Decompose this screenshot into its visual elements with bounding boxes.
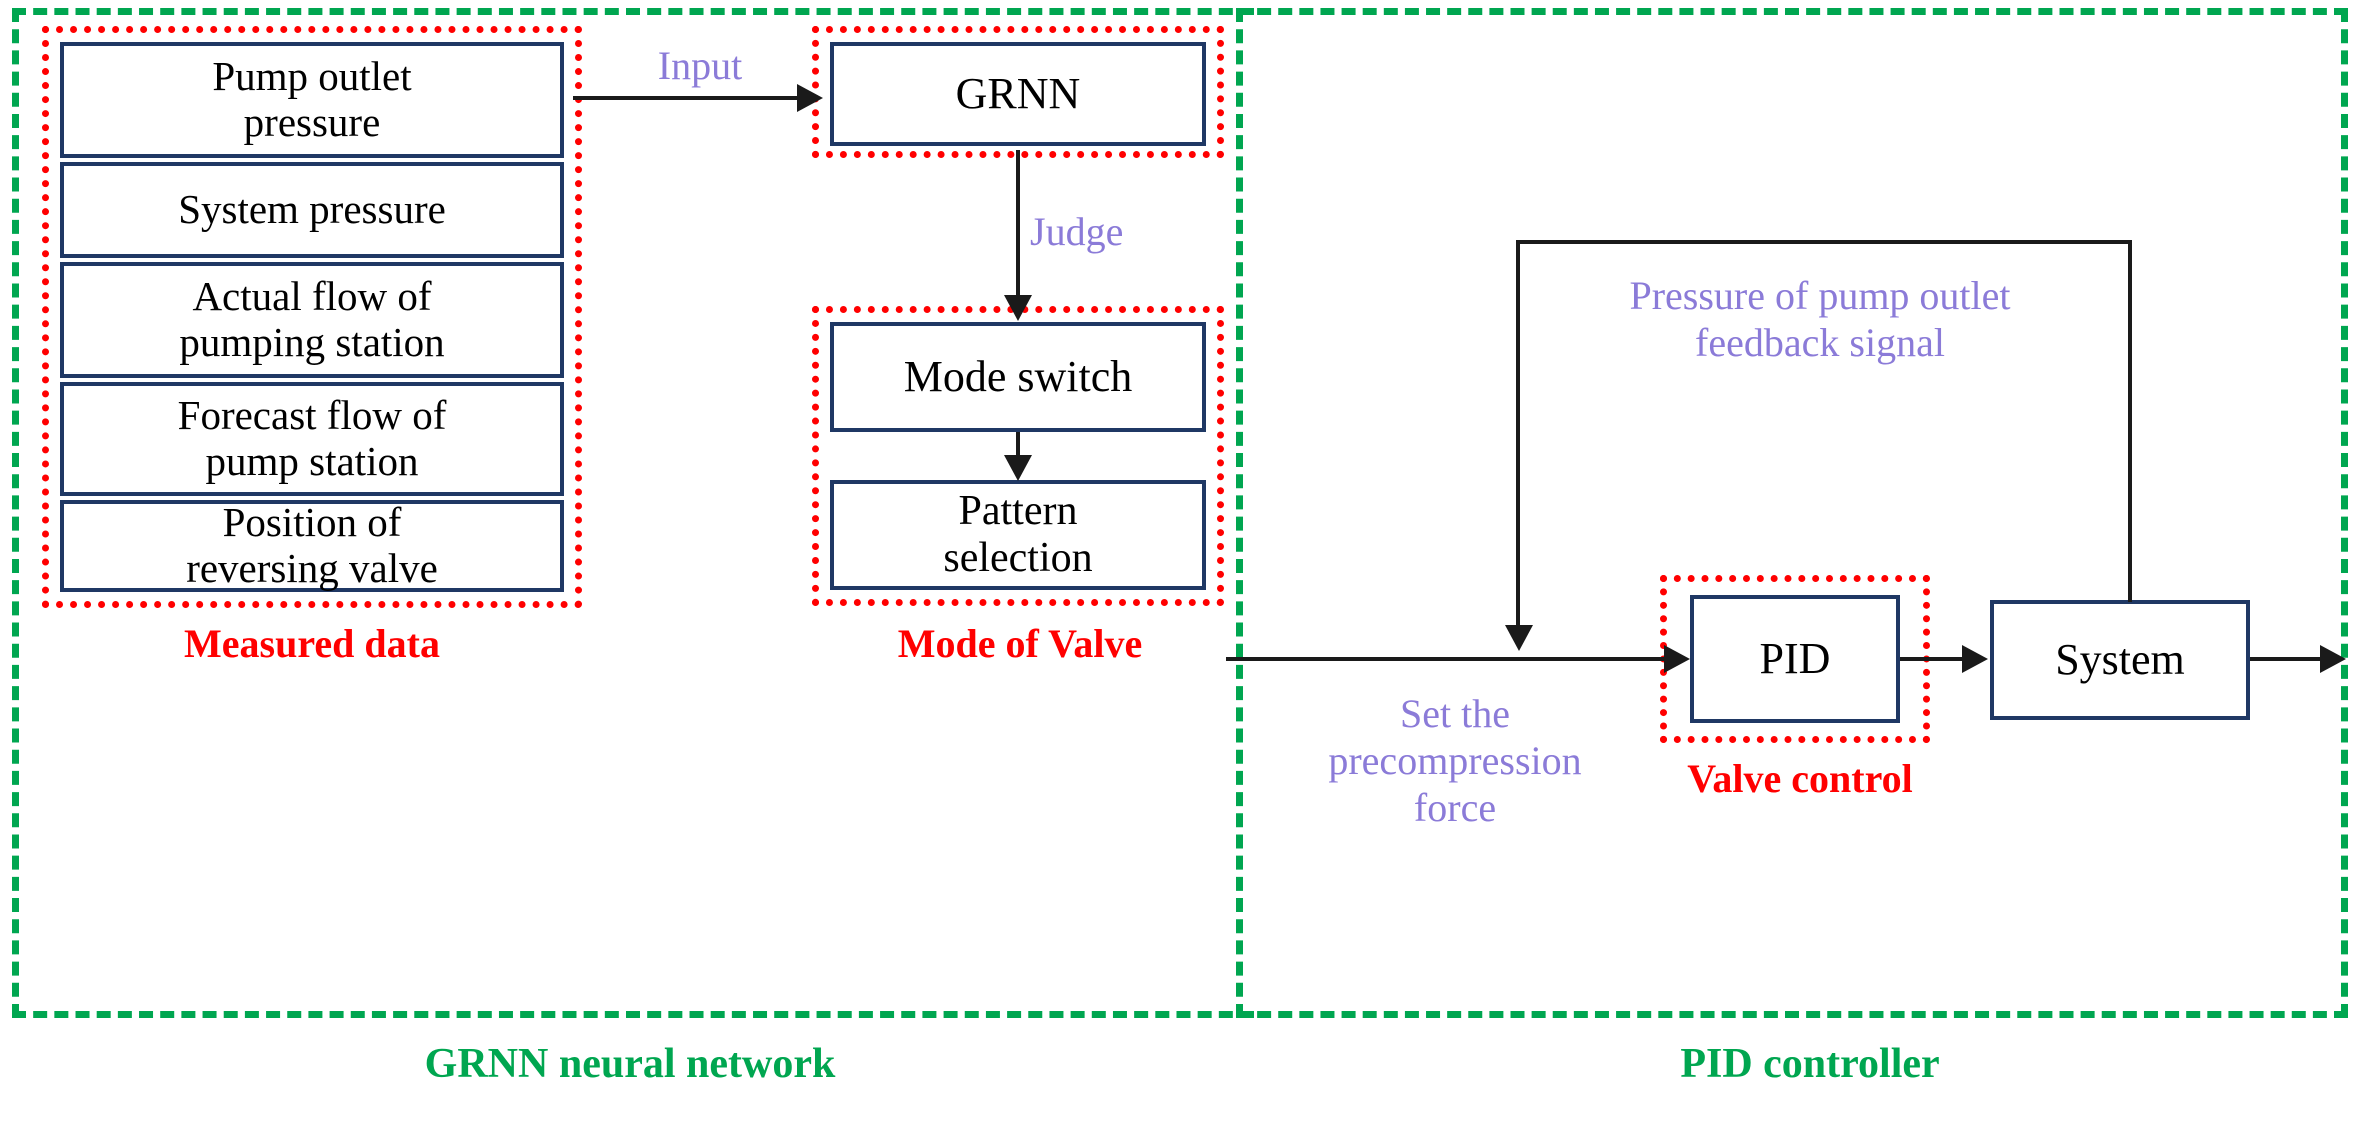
arrow-right-icon bbox=[2320, 645, 2346, 673]
group-frame-grnn-neural-network bbox=[12, 8, 1254, 1018]
annotation-feedback-signal: Pressure of pump outlet feedback signal bbox=[1629, 273, 2011, 366]
block-label: System bbox=[2055, 635, 2185, 685]
connector-pid-to-system-line bbox=[1900, 657, 1970, 661]
connector-judge-line bbox=[1016, 150, 1020, 300]
group-label-grnn-neural-network: GRNN neural network bbox=[424, 1041, 836, 1087]
input-box-label: Forecast flow of pump station bbox=[177, 392, 447, 484]
block-label: PID bbox=[1759, 634, 1831, 684]
subgroup-label-measured-data: Measured data bbox=[184, 621, 440, 666]
arrow-right-icon bbox=[1664, 645, 1690, 673]
block-system[interactable]: System bbox=[1990, 600, 2250, 720]
input-box-actual-flow-of-pumping-station[interactable]: Actual flow of pumping station bbox=[60, 262, 564, 378]
connector-feedback-right-vertical bbox=[2128, 240, 2132, 602]
block-pid[interactable]: PID bbox=[1690, 595, 1900, 723]
block-mode-switch[interactable]: Mode switch bbox=[830, 322, 1206, 432]
group-frame-pid-controller bbox=[1236, 8, 2348, 1018]
input-box-label: System pressure bbox=[178, 186, 446, 233]
block-pattern-selection[interactable]: Pattern selection bbox=[830, 480, 1206, 590]
annotation-judge: Judge bbox=[1030, 209, 1124, 254]
connector-system-output-line bbox=[2250, 657, 2328, 661]
arrow-down-icon bbox=[1004, 455, 1032, 481]
subgroup-frame-measured-data bbox=[42, 26, 582, 608]
block-label: Mode switch bbox=[903, 352, 1133, 402]
connector-feedback-left-vertical bbox=[1516, 240, 1520, 628]
connector-setpoint-line bbox=[1226, 657, 1682, 661]
subgroup-label-mode-of-valve: Mode of Valve bbox=[897, 621, 1143, 666]
input-box-position-of-reversing-valve[interactable]: Position of reversing valve bbox=[60, 499, 564, 592]
arrow-down-icon bbox=[1004, 295, 1032, 321]
input-box-pump-outlet-pressure[interactable]: Pump outlet pressure bbox=[60, 42, 564, 158]
arrow-right-icon bbox=[1962, 645, 1988, 673]
subgroup-label-valve-control: Valve control bbox=[1687, 756, 1913, 801]
arrow-down-icon bbox=[1505, 625, 1533, 651]
annotation-set-precompression-force: Set the precompression force bbox=[1328, 691, 1582, 831]
block-label: GRNN bbox=[955, 69, 1081, 119]
input-box-label: Position of reversing valve bbox=[186, 499, 438, 591]
input-box-label: Actual flow of pumping station bbox=[179, 273, 445, 365]
input-box-system-pressure[interactable]: System pressure bbox=[60, 162, 564, 258]
block-label: Pattern selection bbox=[943, 487, 1093, 581]
annotation-input: Input bbox=[657, 43, 743, 88]
connector-feedback-top-horizontal bbox=[1516, 240, 2132, 244]
arrow-right-icon bbox=[797, 84, 823, 112]
input-box-forecast-flow-of-pump-station[interactable]: Forecast flow of pump station bbox=[60, 382, 564, 496]
connector-input-line bbox=[573, 96, 803, 100]
connector-mode-to-pattern-line bbox=[1016, 432, 1020, 458]
group-label-pid-controller: PID controller bbox=[1680, 1041, 1940, 1087]
input-box-label: Pump outlet pressure bbox=[212, 53, 412, 145]
block-grnn[interactable]: GRNN bbox=[830, 42, 1206, 146]
